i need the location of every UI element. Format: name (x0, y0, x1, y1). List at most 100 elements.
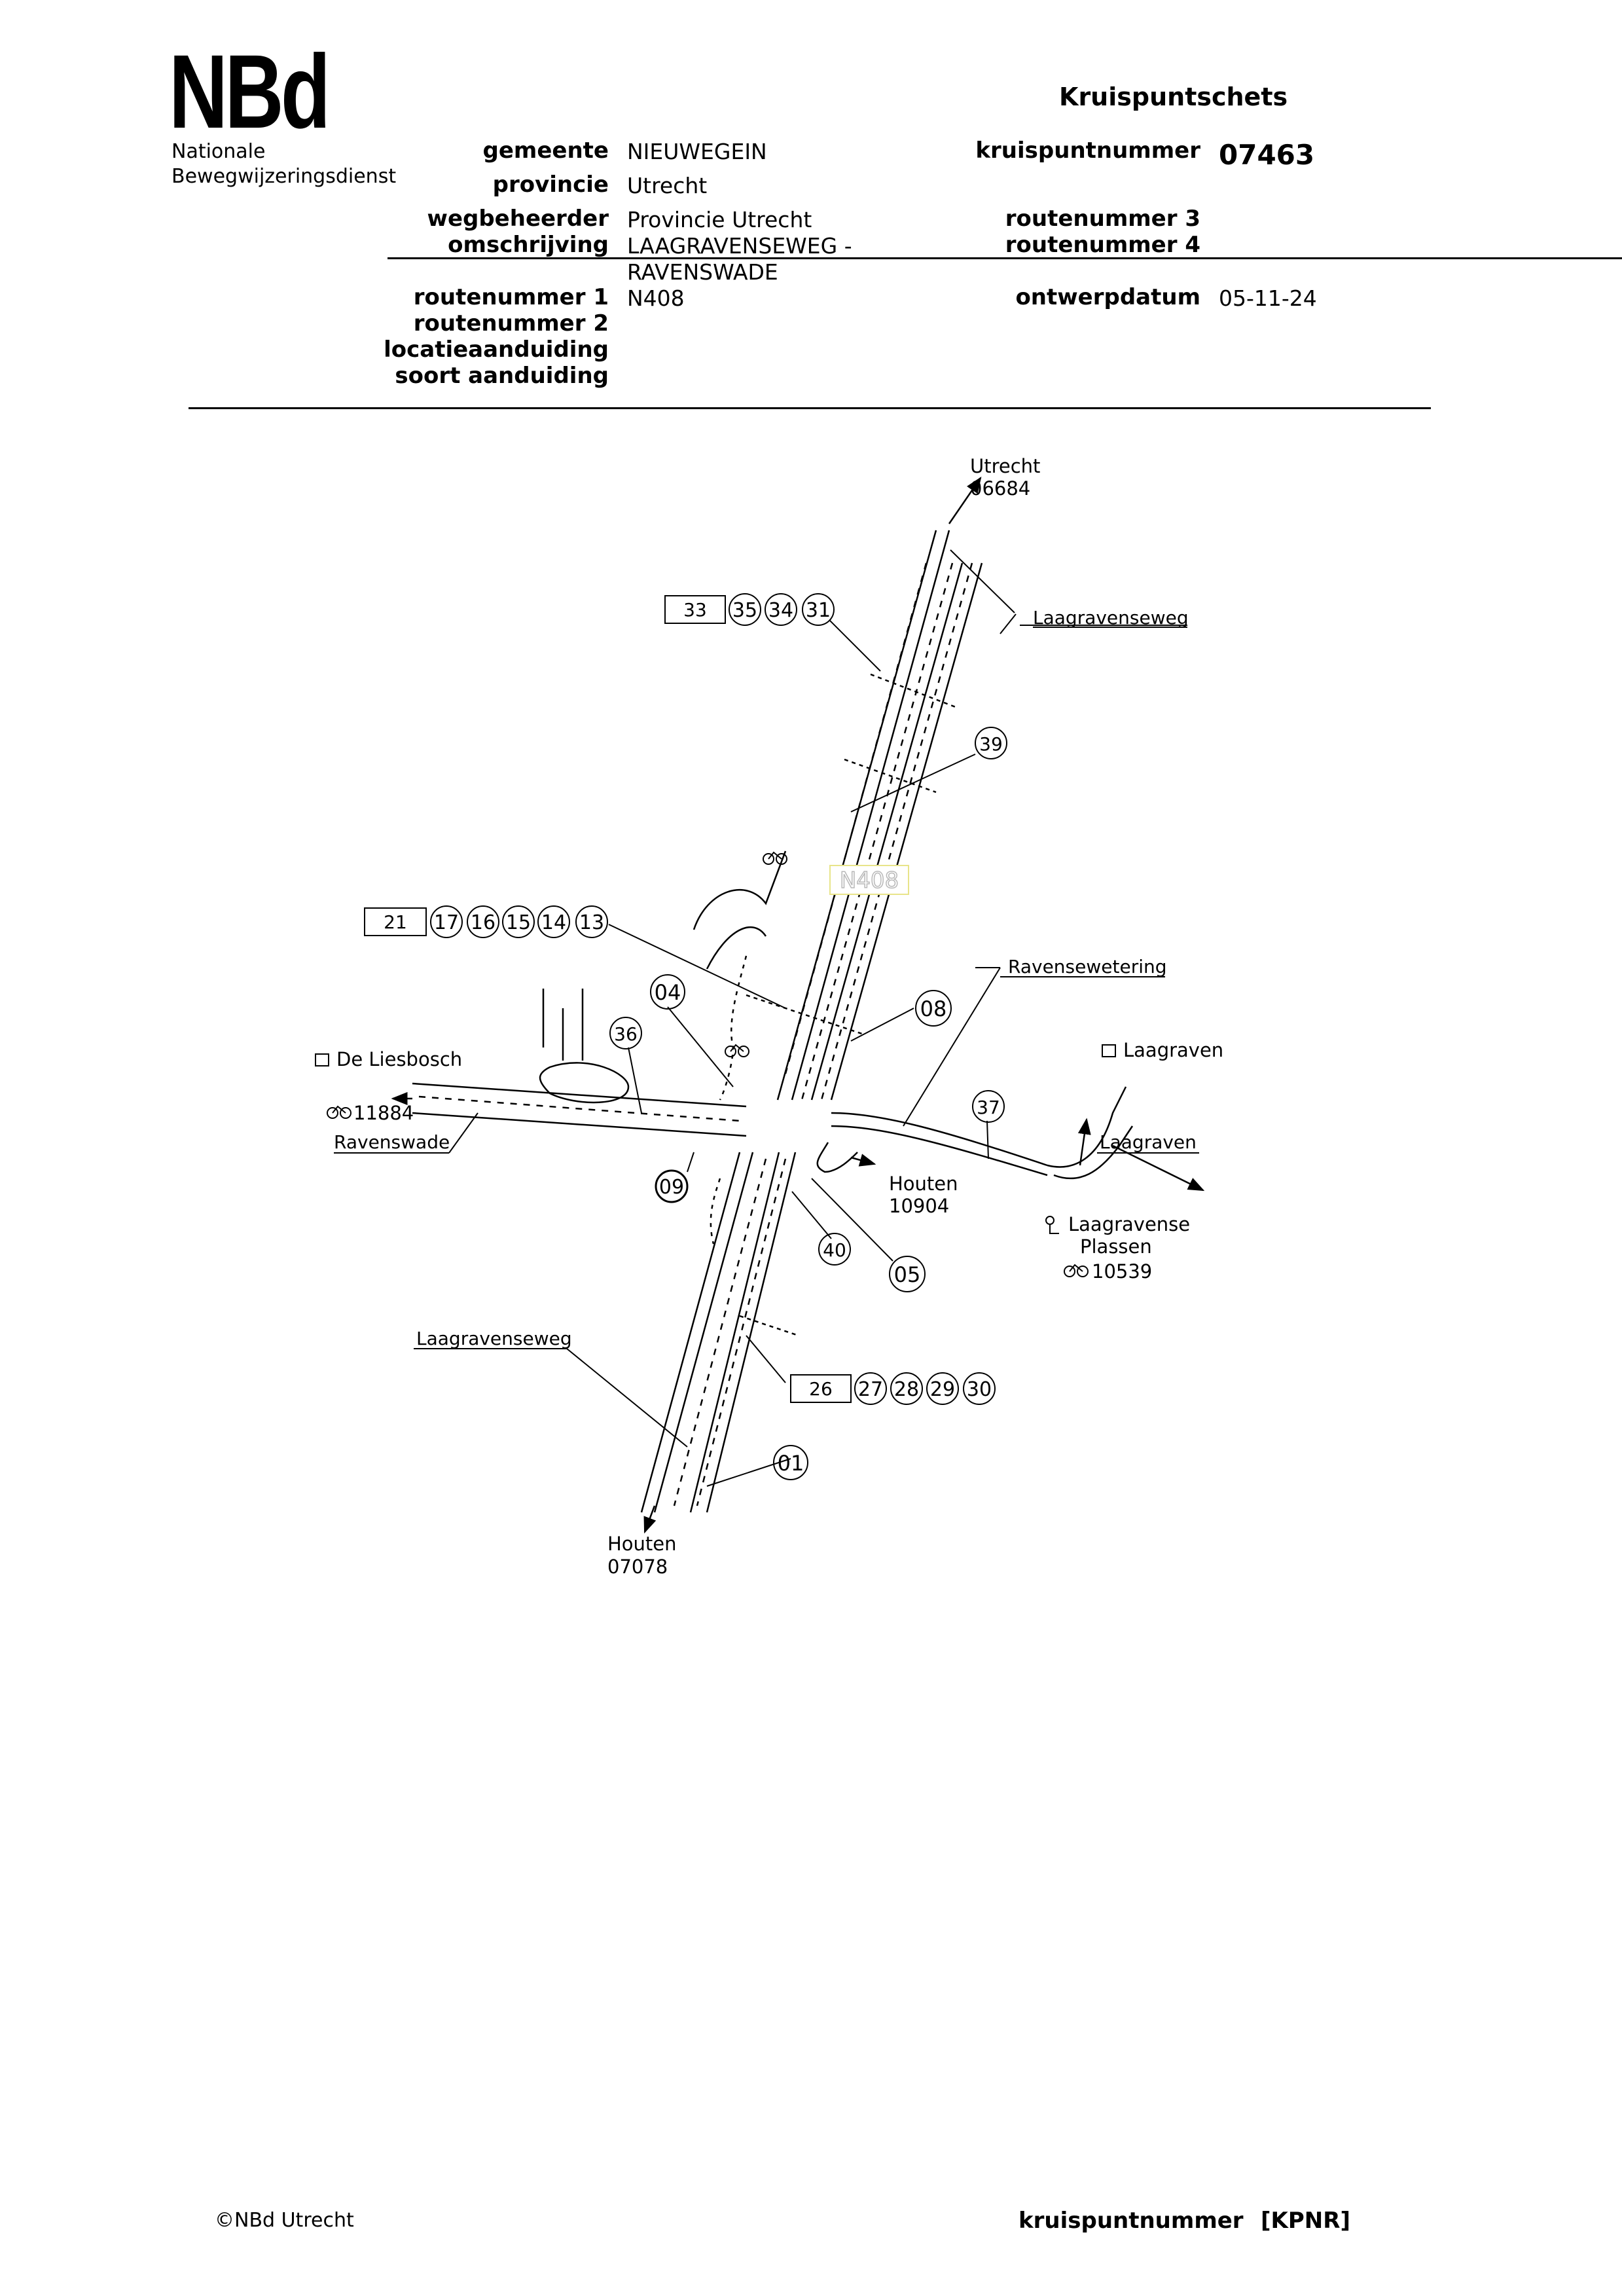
dest-laagraven-ne: Laagraven (1123, 1039, 1223, 1061)
logo-subtitle-line2: Bewegwijzeringsdienst (171, 165, 397, 188)
bicycle-icon (1064, 1264, 1089, 1277)
dest-utrecht: Utrecht (970, 455, 1040, 477)
sign-circle-17 (430, 905, 463, 938)
bicycle-icon (763, 851, 787, 865)
footer-kpnr: [KPNR] (1261, 2208, 1350, 2234)
sign-circle-27 (854, 1372, 887, 1405)
street-laagraven-east: Laagraven (1100, 1131, 1197, 1153)
dest-de-liesbosch: De Liesbosch (336, 1048, 462, 1070)
label-routenummer1: routenummer 1 (413, 284, 609, 310)
sign-28-label: 28 (894, 1378, 919, 1401)
leader-lines (448, 549, 1187, 1487)
dest-houten-east: Houten (889, 1173, 958, 1195)
sign-box-21 (364, 907, 427, 936)
header-rule-upper (387, 257, 1622, 259)
building-icon (315, 1053, 329, 1066)
sign-box-33 (664, 595, 726, 624)
bicycle-icon (725, 1044, 749, 1057)
sign-36-label: 36 (614, 1023, 638, 1045)
sign-circle-40 (818, 1233, 851, 1266)
sign-31-label: 31 (806, 599, 831, 622)
sign-circle-31 (802, 593, 835, 626)
sign-37-label: 37 (977, 1097, 1000, 1118)
label-gemeente: gemeente (482, 137, 609, 164)
sign-box-26-label: 26 (809, 1378, 833, 1400)
sign-34-label: 34 (768, 599, 793, 622)
street-ravensewetering: Ravensewetering (1008, 956, 1167, 977)
value-gemeente: NIEUWEGEIN (627, 139, 767, 164)
sign-circle-35 (729, 593, 761, 626)
sign-17-label: 17 (434, 911, 459, 934)
sign-circle-15 (502, 905, 535, 938)
road-badge-frame (829, 865, 909, 895)
dest-laagravense-plassen-1: Laagravense (1068, 1213, 1190, 1235)
street-laagravenseweg-north: Laagravenseweg (1033, 607, 1189, 629)
dest-houten-east-code: 10904 (889, 1195, 949, 1217)
sign-circle-29 (926, 1372, 959, 1405)
sign-circle-13 (575, 905, 608, 938)
sign-circle-09 (655, 1169, 689, 1203)
bicycle-icon (327, 1105, 351, 1119)
sign-30-label: 30 (967, 1378, 992, 1401)
label-wegbeheerder: wegbeheerder (427, 206, 609, 232)
recreation-icon (1045, 1216, 1059, 1234)
label-ontwerpdatum: ontwerpdatum (1015, 284, 1200, 310)
sheet-title: Kruispuntschets (1059, 82, 1288, 111)
sign-04-label: 04 (655, 980, 681, 1005)
value-routenummer1: N408 (627, 285, 685, 311)
street-laagravenseweg-south: Laagravenseweg (416, 1328, 572, 1349)
footer-kruispuntnummer-label: kruispuntnummer (1018, 2208, 1244, 2234)
sign-09-label: 09 (659, 1176, 684, 1199)
sign-circle-36 (609, 1017, 642, 1049)
label-routenummer4: routenummer 4 (1005, 232, 1200, 258)
sign-box-26 (790, 1374, 852, 1403)
sign-circle-16 (467, 905, 499, 938)
sign-05-label: 05 (894, 1262, 921, 1287)
sign-circle-30 (963, 1372, 996, 1405)
sign-circle-39 (975, 727, 1007, 759)
dest-plassen-bike-code: 10539 (1092, 1260, 1152, 1283)
sign-13-label: 13 (579, 911, 604, 934)
logo-subtitle-line1: Nationale (171, 140, 266, 163)
value-omschrijving-line1: LAAGRAVENSEWEG - (627, 233, 852, 259)
dest-laagravense-plassen-2: Plassen (1080, 1235, 1152, 1258)
value-omschrijving-line2: RAVENSWADE (627, 259, 778, 285)
sign-39-label: 39 (979, 733, 1003, 755)
value-kruispuntnummer: 07463 (1219, 139, 1315, 171)
sign-circle-28 (890, 1372, 923, 1405)
label-kruispuntnummer: kruispuntnummer (975, 137, 1200, 164)
dest-houten-south-code: 07078 (607, 1556, 668, 1578)
label-omschrijving: omschrijving (448, 232, 609, 258)
sign-circle-01 (773, 1445, 808, 1480)
footer-copyright: ©NBd Utrecht (215, 2209, 354, 2232)
label-locatieaanduiding: locatieaanduiding (384, 337, 609, 363)
road-geometry (391, 476, 1205, 1534)
sign-35-label: 35 (732, 599, 757, 622)
dest-houten-south: Houten (607, 1533, 677, 1555)
dest-utrecht-code: 06684 (970, 477, 1030, 500)
value-ontwerpdatum: 05-11-24 (1219, 285, 1317, 311)
nbd-logo: NBd (169, 33, 331, 150)
sign-box-21-label: 21 (384, 911, 407, 933)
sign-circle-34 (765, 593, 797, 626)
label-routenummer2: routenummer 2 (413, 310, 609, 337)
sign-circle-04 (650, 974, 685, 1010)
sign-14-label: 14 (541, 911, 566, 934)
sign-15-label: 15 (506, 911, 531, 934)
header-rule-lower (189, 407, 1431, 409)
sign-27-label: 27 (858, 1378, 883, 1401)
value-wegbeheerder: Provincie Utrecht (627, 207, 812, 232)
road-badge-n408: N408 (840, 867, 899, 894)
street-ravenswade: Ravenswade (334, 1131, 450, 1153)
sign-circle-37 (972, 1090, 1005, 1123)
sign-circle-08 (915, 990, 952, 1027)
sign-16-label: 16 (471, 911, 496, 934)
building-icon (1102, 1044, 1116, 1057)
label-routenummer3: routenummer 3 (1005, 206, 1200, 232)
label-soort-aanduiding: soort aanduiding (395, 363, 609, 389)
sign-01-label: 01 (778, 1451, 804, 1476)
sign-29-label: 29 (930, 1378, 955, 1401)
label-provincie: provincie (492, 172, 609, 198)
sign-box-33-label: 33 (683, 599, 707, 621)
